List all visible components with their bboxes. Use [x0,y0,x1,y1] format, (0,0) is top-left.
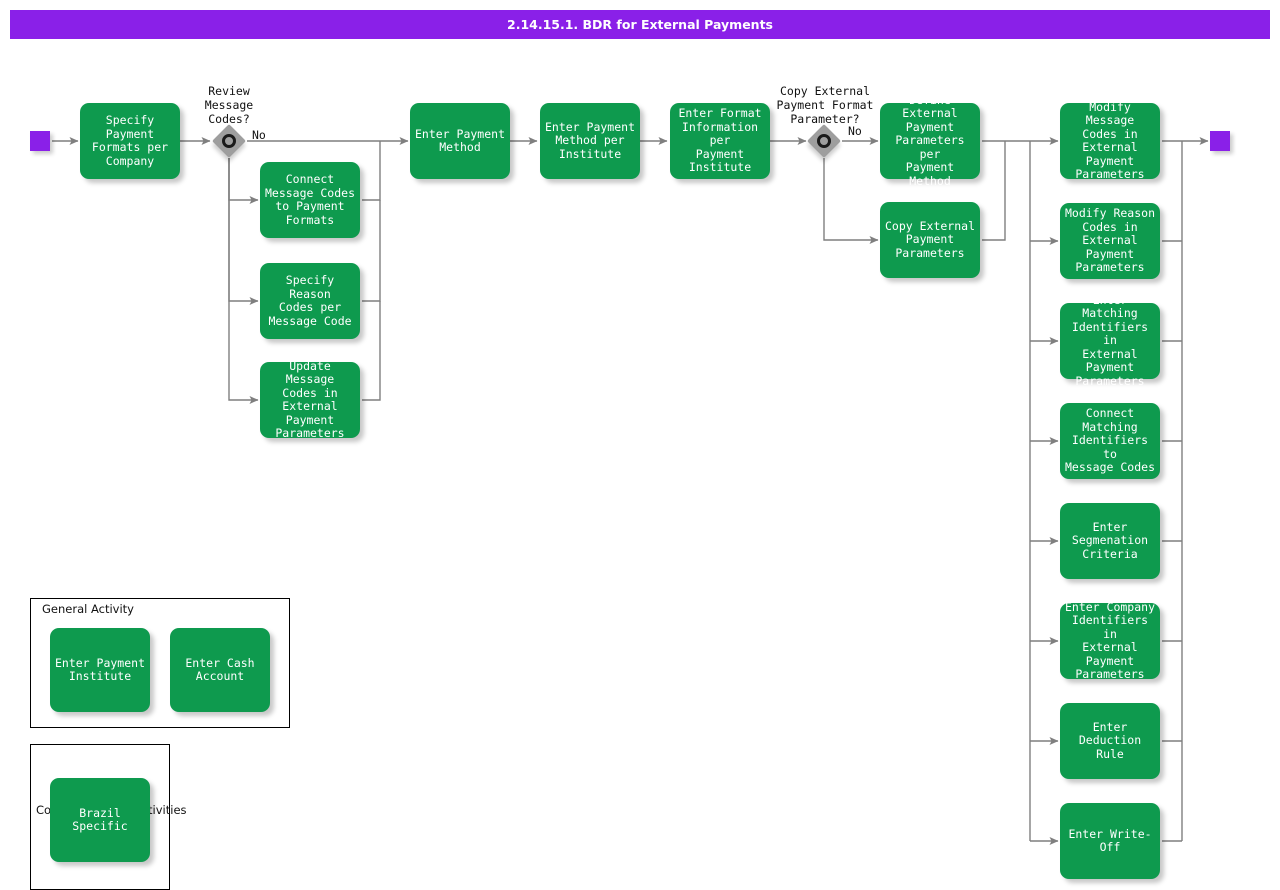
task-enter-write-off[interactable]: Enter Write-Off [1060,803,1160,879]
gateway-caption-copy-external-payment-format-parameter: Copy External Payment Format Parameter? [776,84,874,126]
task-connect-message-codes-to-payment-formats[interactable]: Connect Message Codes to Payment Formats [260,162,360,238]
task-update-message-codes-in-external-payment-parameters[interactable]: Update Message Codes in External Payment… [260,359,360,440]
task-enter-payment-method[interactable]: Enter Payment Method [410,103,510,179]
task-enter-segmenation-criteria[interactable]: Enter Segmenation Criteria [1060,503,1160,579]
task-specify-reason-codes-per-message-code[interactable]: Specify Reason Codes per Message Code [260,263,360,339]
gateway-review-message-codes[interactable] [212,124,246,158]
flow-label-no-review-message-codes: No [252,128,266,142]
task-enter-deduction-rule[interactable]: Enter Deduction Rule [1060,703,1160,779]
task-modify-message-codes-in-external-payment-parameters[interactable]: Modify Message Codes in External Payment… [1060,100,1160,181]
flow-label-no-copy-external-payment-format-parameter: No [848,124,862,138]
task-enter-matching-identifiers-in-external-payment-parameters[interactable]: Enter Matching Identifiers in External P… [1060,293,1160,388]
gateway-caption-review-message-codes: Review Message Codes? [204,84,254,126]
start-event[interactable] [30,131,50,151]
task-enter-payment-method-per-institute[interactable]: Enter Payment Method per Institute [540,103,640,179]
task-enter-company-identifiers-in-external-payment-parameters[interactable]: Enter Company Identifiers in External Pa… [1060,600,1160,681]
page-title: 2.14.15.1. BDR for External Payments [507,17,773,32]
legend-label-general-activity: General Activity [42,602,134,616]
legend-item-brazil-specific[interactable]: Brazil Specific [50,778,150,862]
gateway-inclusive-ring-icon [222,134,236,148]
legend-item-enter-cash-account[interactable]: Enter Cash Account [170,628,270,712]
end-event[interactable] [1210,131,1230,151]
legend-item-enter-payment-institute[interactable]: Enter Payment Institute [50,628,150,712]
task-modify-reason-codes-in-external-payment-parameters[interactable]: Modify Reason Codes in External Payment … [1060,203,1160,279]
task-define-external-payment-parameters-per-payment-method[interactable]: Define External Payment Parameters per P… [880,93,980,188]
task-connect-matching-identifiers-to-message-codes[interactable]: Connect Matching Identifiers to Message … [1060,403,1160,479]
task-enter-format-information-per-payment-institute[interactable]: Enter Format Information per Payment Ins… [670,103,770,179]
gateway-inclusive-ring-icon [817,134,831,148]
task-specify-payment-formats-per-company[interactable]: Specify Payment Formats per Company [80,103,180,179]
diagram-title-bar: 2.14.15.1. BDR for External Payments [10,10,1270,39]
gateway-copy-external-payment-format-parameter[interactable] [807,124,841,158]
task-copy-external-payment-parameters[interactable]: Copy External Payment Parameters [880,202,980,278]
